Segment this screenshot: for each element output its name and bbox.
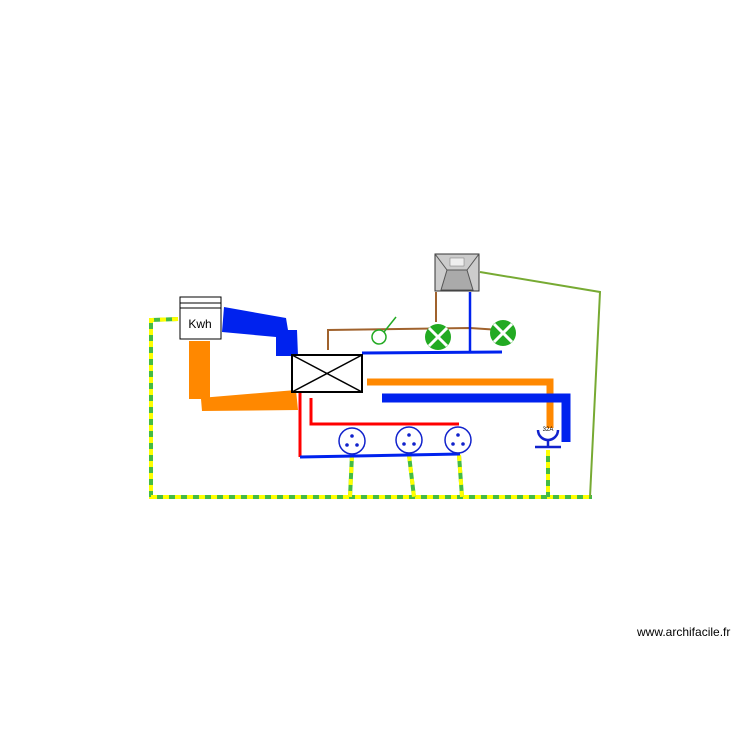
watermark: www.archifacile.fr (637, 625, 731, 639)
supply-cable (189, 341, 298, 411)
socket-icon-2 (395, 426, 423, 454)
distribution-panel (291, 354, 363, 393)
socket-icon-3 (444, 426, 472, 454)
outlet-32a-label: 32A (543, 427, 554, 433)
light-fixture-icon (434, 253, 480, 292)
switch-symbol (371, 316, 397, 345)
socket-circuit (298, 393, 461, 459)
meter-label: Kwh (188, 317, 211, 331)
energy-meter: Kwh (179, 296, 222, 340)
lighting-circuit (327, 292, 503, 355)
socket-icon-1 (338, 427, 366, 455)
fixture-return-line (479, 271, 602, 498)
meter-neutral-cable (222, 307, 298, 356)
lamp-icon-2 (490, 320, 516, 346)
lamp-icon-1 (425, 324, 451, 350)
earth-conductor (149, 317, 592, 499)
outlet-32a-icon: 32A (535, 427, 561, 449)
outlet-32a-cables (367, 378, 571, 442)
